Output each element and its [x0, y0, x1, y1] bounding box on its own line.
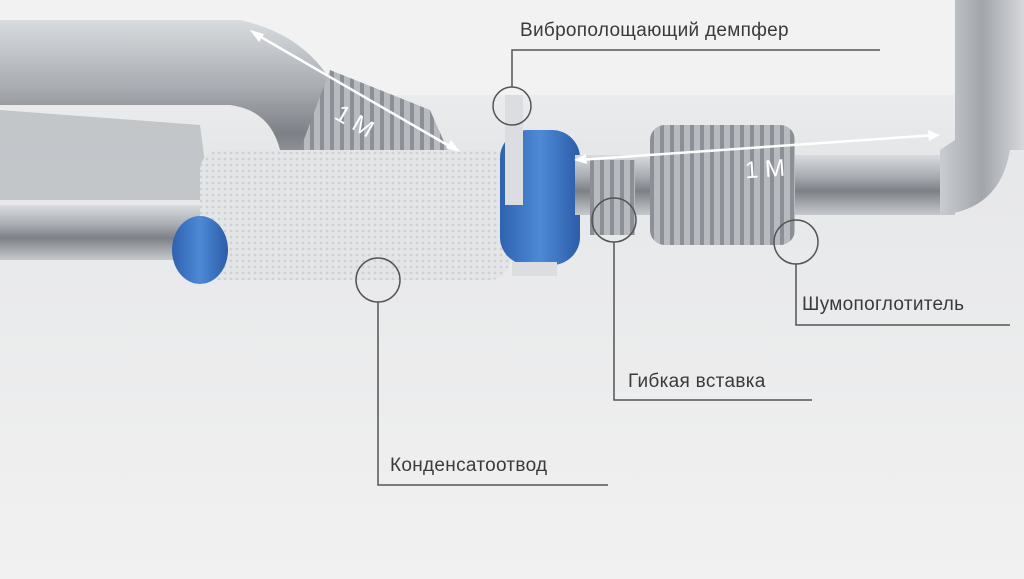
duct-left-middle — [0, 110, 210, 200]
leader-line-flexible-insert — [613, 242, 812, 401]
silencer — [650, 125, 795, 245]
duct-right-elbow — [940, 0, 1024, 215]
damper-hanger — [505, 95, 523, 205]
dimension-label-right: 1 М — [744, 154, 786, 185]
leader-line-damper — [511, 49, 880, 87]
duct-left-lower — [0, 205, 200, 260]
leader-line-condensate-drain — [377, 302, 608, 486]
label-silencer: Шумопоглотитель — [802, 294, 965, 315]
dimension-line-right — [574, 130, 940, 164]
condensate-drain-body — [200, 150, 510, 280]
label-condensate-drain: Конденсатоотвод — [390, 455, 548, 476]
dimension-line-left — [250, 30, 460, 152]
label-flexible-insert: Гибкая вставка — [628, 371, 766, 392]
leader-line-silencer — [795, 264, 1010, 326]
label-damper: Виброполощающий демпфер — [520, 20, 789, 41]
duct-upper-bend — [0, 20, 360, 210]
blue-collar-left — [172, 216, 228, 284]
damper-bracket — [512, 262, 557, 276]
